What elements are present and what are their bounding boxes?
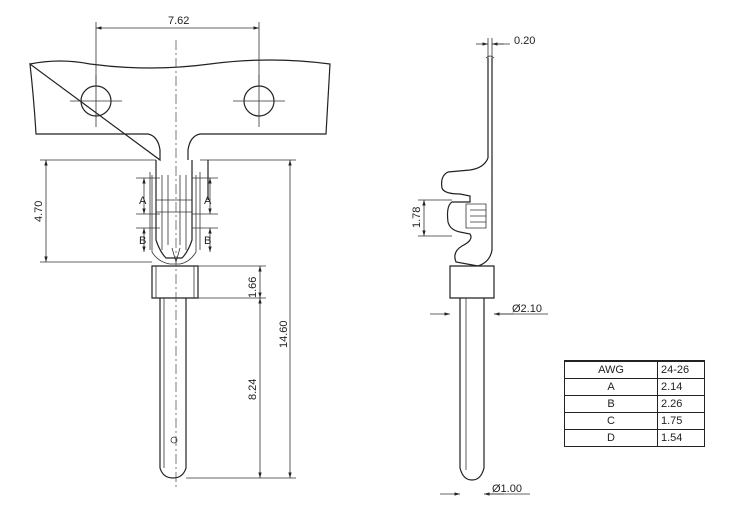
dim-pitch bbox=[95, 22, 260, 86]
dim-pitch-label: 7.62 bbox=[168, 15, 189, 27]
marker-a-left bbox=[136, 177, 160, 215]
table-header-label: AWG bbox=[564, 360, 658, 379]
marker-b-left bbox=[136, 227, 160, 252]
crimp-barrel bbox=[149, 160, 209, 265]
label-a-left: A bbox=[139, 195, 147, 207]
side-view: 0.20 1.78 Ø2.10 Ø1.00 bbox=[411, 35, 548, 496]
table-cell-value: 1.75 bbox=[657, 412, 705, 430]
table-cell-label: D bbox=[564, 429, 658, 447]
table-row: D 1.54 bbox=[564, 429, 705, 447]
insulation-sleeve bbox=[151, 265, 199, 299]
dim-166 bbox=[198, 265, 266, 299]
side-pin bbox=[459, 298, 485, 481]
dim-020-label: 0.20 bbox=[514, 35, 535, 47]
table-cell-label: C bbox=[564, 412, 658, 430]
front-view: A B A B 7.62 4.70 bbox=[29, 15, 331, 490]
table-row: B 2.26 bbox=[564, 395, 705, 413]
dim-178 bbox=[418, 199, 452, 237]
label-b-left: B bbox=[139, 235, 146, 247]
table-cell-value: 2.14 bbox=[657, 378, 705, 396]
dim-178-label: 1.78 bbox=[411, 207, 423, 228]
table-row: A 2.14 bbox=[564, 378, 705, 396]
dim-210-label: Ø2.10 bbox=[512, 303, 542, 315]
dim-470-label: 4.70 bbox=[33, 201, 45, 222]
side-terminal-body bbox=[441, 157, 493, 267]
marker-b-right bbox=[192, 227, 218, 252]
table-cell-value: 1.54 bbox=[657, 429, 705, 447]
awg-table: AWG 24-26 A 2.14 B 2.26 C 1.75 D 1.54 bbox=[564, 360, 705, 447]
table-cell-label: A bbox=[564, 378, 658, 396]
dim-1460 bbox=[186, 159, 296, 479]
pin bbox=[159, 298, 187, 479]
side-carrier-tab bbox=[487, 58, 493, 158]
table-header-value: 24-26 bbox=[657, 360, 705, 379]
label-a-right: A bbox=[204, 195, 212, 207]
dim-824-label: 8.24 bbox=[247, 379, 259, 400]
dim-020 bbox=[476, 38, 510, 58]
table-cell-label: B bbox=[564, 395, 658, 413]
dim-100-label: Ø1.00 bbox=[492, 483, 522, 495]
table-row: C 1.75 bbox=[564, 412, 705, 430]
dim-470 bbox=[40, 159, 156, 263]
table-cell-value: 2.26 bbox=[657, 395, 705, 413]
side-insulation-sleeve bbox=[449, 265, 495, 299]
label-b-right: B bbox=[204, 235, 211, 247]
marker-a-right bbox=[192, 177, 218, 215]
dim-1460-label: 14.60 bbox=[278, 320, 290, 348]
table-header-row: AWG 24-26 bbox=[564, 360, 705, 379]
carrier-strip bbox=[29, 59, 331, 162]
dim-166-label: 1.66 bbox=[247, 277, 259, 298]
